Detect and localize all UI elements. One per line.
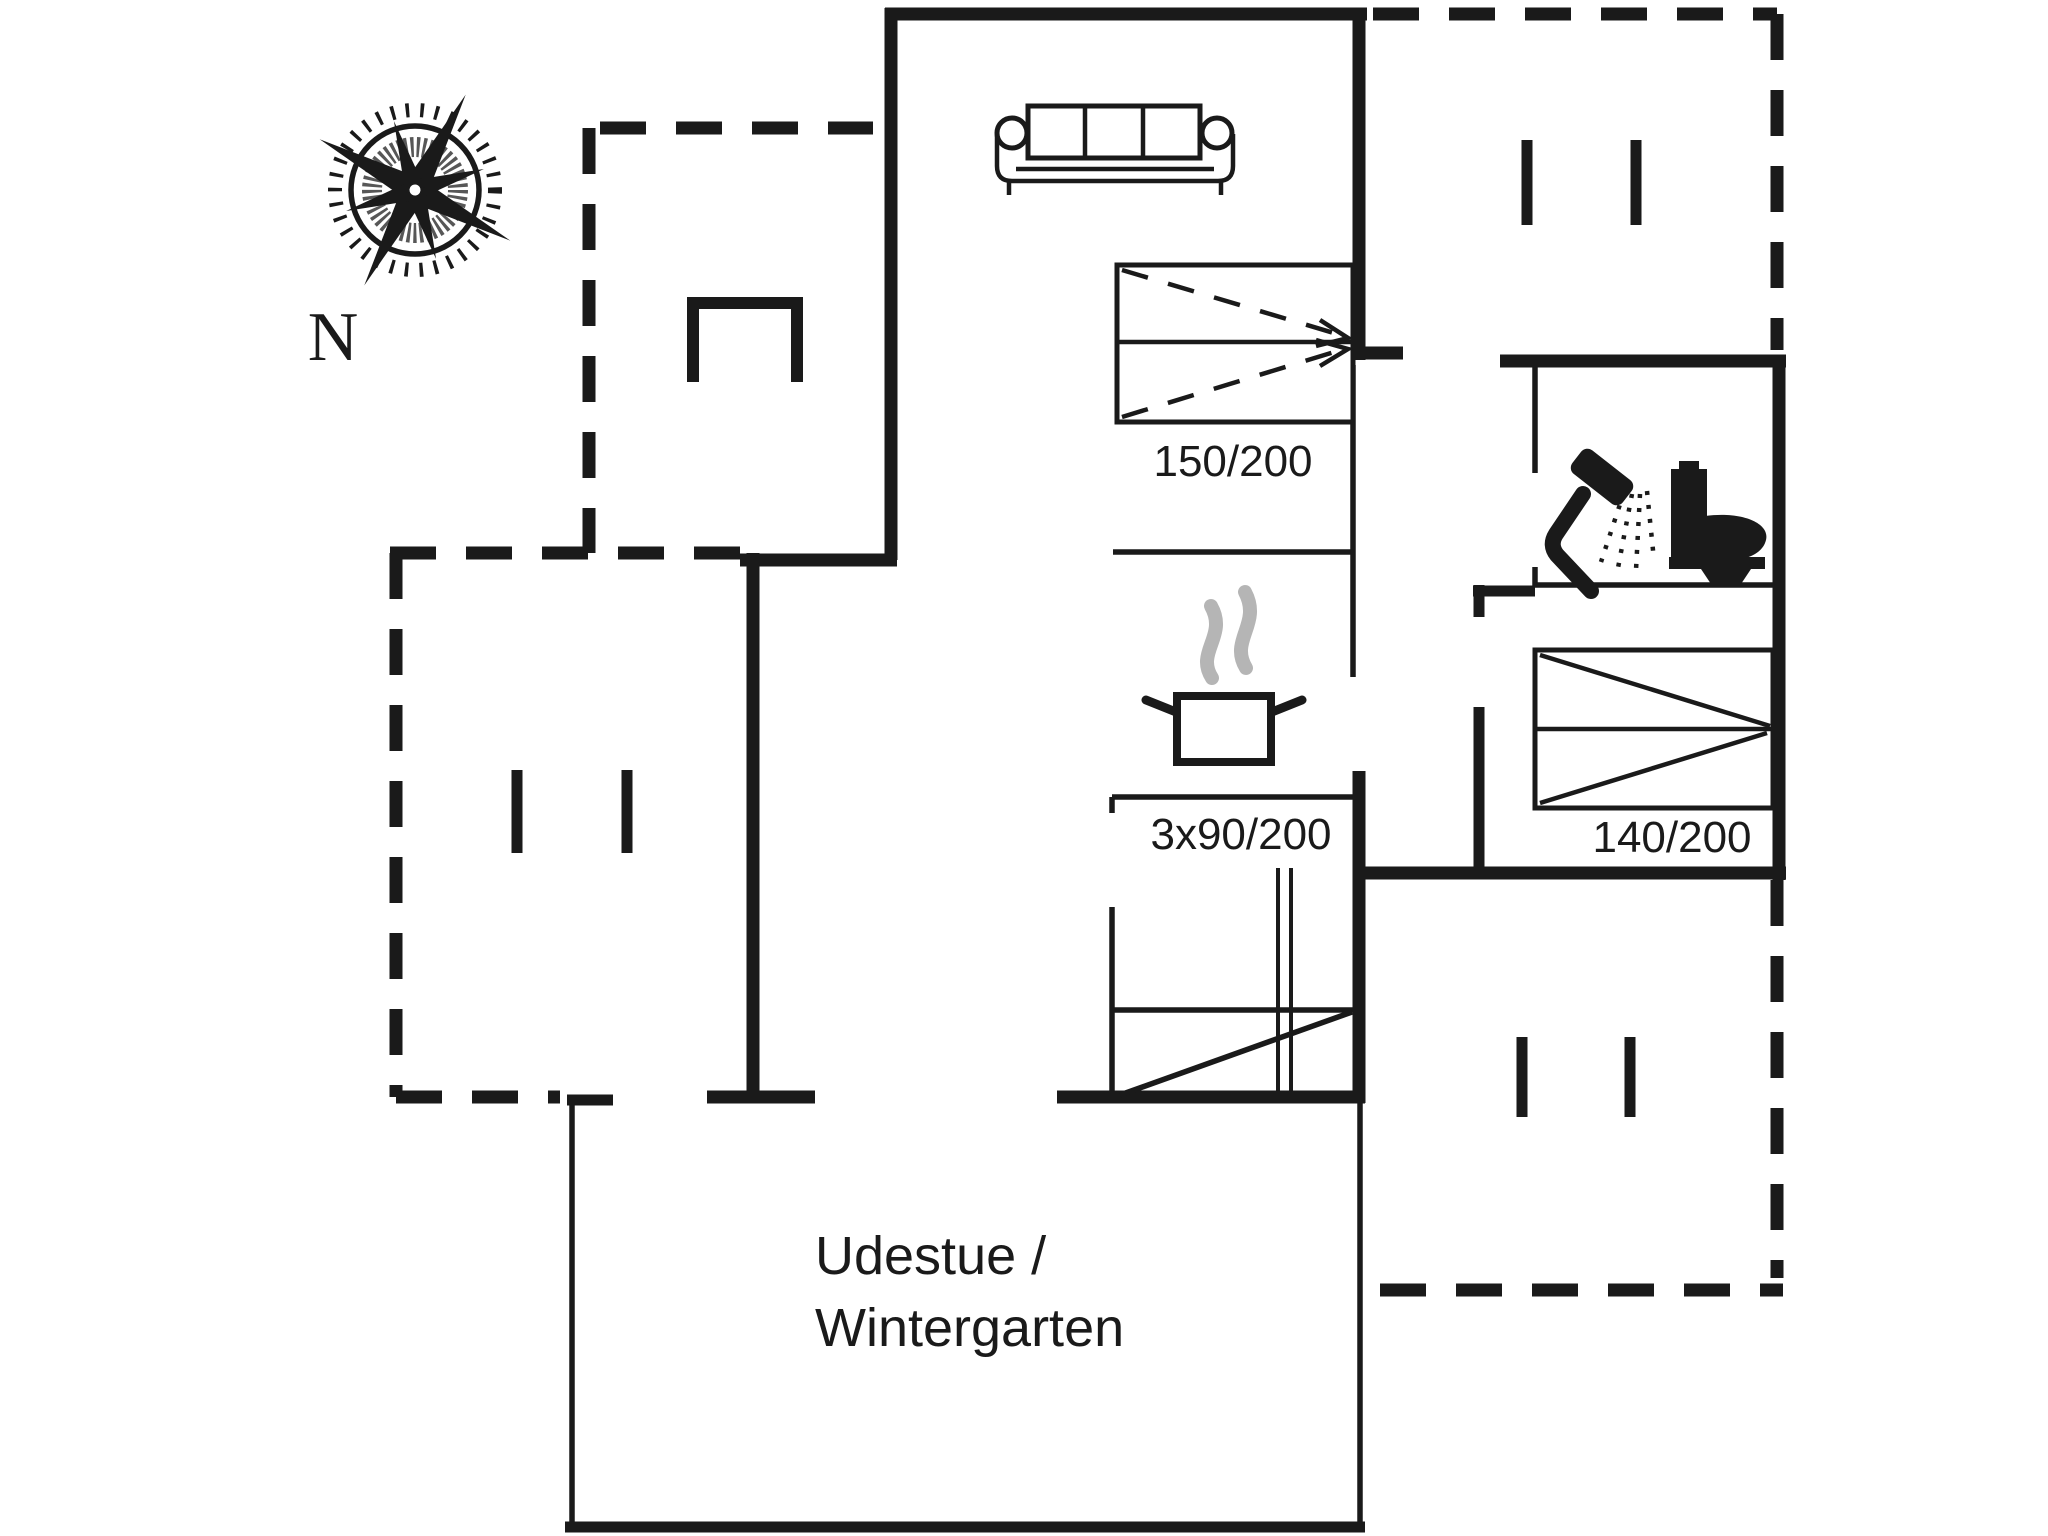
terrace-structure-symbol <box>687 297 803 382</box>
shower-icon <box>1544 448 1657 599</box>
exterior-walls <box>565 7 1786 1533</box>
sunroom-label-line1: Udestue / <box>815 1226 1046 1286</box>
terrace-dashed-walls <box>389 7 1784 1297</box>
bed-3x90-label: 3x90/200 <box>1150 810 1331 859</box>
double-bed-150-icon <box>1114 262 1356 425</box>
bed-140-label: 140/200 <box>1592 813 1751 862</box>
window-markers <box>511 140 1642 1117</box>
cooking-pot-icon <box>1141 692 1307 766</box>
stairs-icon <box>1109 868 1353 1098</box>
bed-150-label: 150/200 <box>1153 437 1312 486</box>
steam-icon <box>1200 585 1257 685</box>
compass-rose-icon <box>319 94 511 286</box>
toilet-icon <box>1669 461 1767 587</box>
double-bed-140-icon <box>1532 647 1776 811</box>
north-label: N <box>308 299 359 376</box>
sofa-icon <box>994 103 1236 195</box>
sunroom-label-line2: Wintergarten <box>815 1298 1124 1358</box>
